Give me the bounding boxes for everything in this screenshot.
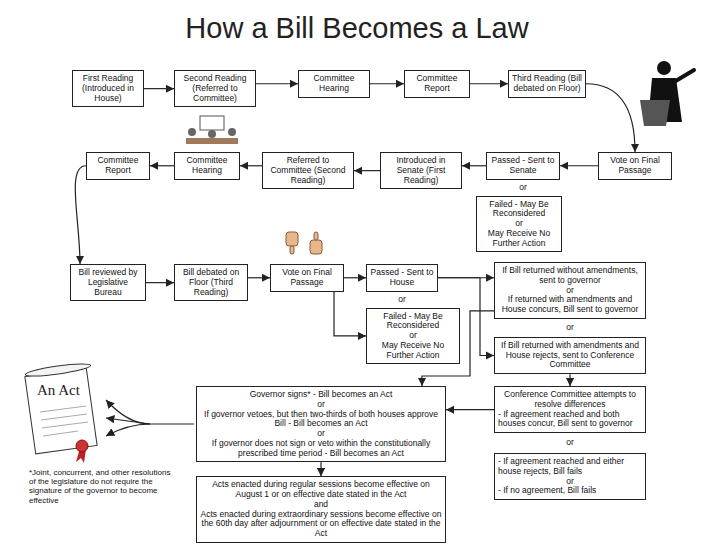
meeting-picture: [186, 116, 238, 144]
node-text: Second Reading (Referred to Committee): [178, 74, 252, 103]
node-text: or: [498, 286, 642, 296]
diagram-title: How a Bill Becomes a Law: [0, 12, 714, 45]
node-text: Committee Hearing: [178, 156, 236, 176]
flow-arrow: [334, 292, 366, 336]
node-text: Committee Report: [90, 156, 146, 176]
node-text: Passed - Sent to House: [370, 268, 434, 288]
flow-arrow: [320, 462, 321, 476]
process-box: Committee Hearing: [298, 70, 370, 98]
node-text: Bill reviewed by Legislative Bureau: [74, 268, 142, 297]
enactment-fan: [106, 400, 194, 436]
node-text: May Receive No Further Action: [480, 229, 558, 249]
node-text: First Reading (Introduced in House): [76, 74, 140, 103]
node-text: Committee Hearing: [302, 74, 366, 94]
flow-arrow: [344, 277, 366, 278]
node-text: or: [200, 429, 442, 439]
process-box: Bill reviewed by Legislative Bureau: [70, 264, 146, 301]
process-box: - If agreement reached and either house …: [494, 453, 646, 500]
process-box: Third Reading (Bill debated on Floor): [508, 70, 586, 98]
flow-arrow: [75, 166, 86, 264]
node-text: If governor does not sign or veto within…: [200, 439, 442, 459]
node-text: If returned with amendments and House co…: [498, 295, 642, 315]
node-text: or: [370, 331, 456, 341]
node-text: - If agreement reached and either house …: [498, 457, 642, 477]
speaker-figure: [640, 61, 694, 126]
node-text: Vote on Final Passage: [274, 268, 340, 288]
node-text: Failed - May Be Reconsidered: [370, 312, 456, 332]
node-text: Introduced in Senate (First Reading): [384, 156, 458, 185]
scroll-title: An Act: [36, 382, 81, 399]
flow-arrow: [462, 165, 486, 166]
node-text: Referred to Committee (Second Reading): [266, 156, 350, 185]
flow-arrow: [560, 165, 598, 166]
process-box: If Bill returned without amendments, sen…: [494, 262, 646, 319]
process-box: Vote on Final Passage: [598, 152, 672, 180]
process-box: Committee Report: [86, 152, 150, 180]
node-text: or: [200, 400, 442, 410]
node-text: May Receive No Further Action: [370, 341, 456, 361]
process-box: Passed - Sent to House: [366, 264, 438, 292]
node-text: Conference Committee attempts to resolve…: [498, 390, 642, 410]
flow-arrow: [144, 88, 174, 89]
process-box: Committee Hearing: [174, 152, 240, 180]
flow-arrow: [256, 83, 298, 84]
thumbs-picture: [286, 232, 322, 254]
process-box: Failed - May Be ReconsideredorMay Receiv…: [476, 196, 562, 253]
process-box: Committee Report: [404, 70, 470, 98]
node-text: - If agreement reached and both houses c…: [498, 410, 642, 430]
footnote: *Joint, concurrent, and other resolution…: [28, 468, 180, 505]
scroll-picture: [25, 361, 97, 463]
process-box: Bill debated on Floor (Third Reading): [174, 264, 248, 301]
process-box: Passed - Sent to Senate: [486, 152, 560, 180]
process-box: First Reading (Introduced in House): [72, 70, 144, 107]
process-box: Vote on Final Passage: [270, 264, 344, 292]
flow-arrow: [470, 83, 508, 84]
node-text: Acts enacted during extraordinary sessio…: [200, 510, 442, 539]
node-text: If Bill returned without amendments, sen…: [498, 266, 642, 286]
node-text: Governor signs* - Bill becomes an Act: [200, 390, 442, 400]
node-text: Vote on Final Passage: [602, 156, 668, 176]
process-box: Second Reading (Referred to Committee): [174, 70, 256, 107]
node-text: Failed - May Be Reconsidered: [480, 200, 558, 220]
node-text: - If no agreement, Bill fails: [498, 486, 642, 496]
flow-arrow: [240, 165, 262, 166]
flow-arrow: [150, 165, 174, 166]
node-text: Passed - Sent to Senate: [490, 156, 556, 176]
node-text: If governor vetoes, but then two-thirds …: [200, 410, 442, 430]
node-text: Committee Report: [408, 74, 466, 94]
or-label: or: [397, 295, 407, 305]
node-text: or: [498, 477, 642, 487]
flow-arrow: [586, 84, 635, 152]
flow-arrow: [354, 170, 380, 171]
process-box: Introduced in Senate (First Reading): [380, 152, 462, 189]
or-label: or: [565, 438, 575, 448]
process-box: Governor signs* - Bill becomes an ActorI…: [196, 386, 446, 462]
process-box: If Bill returned with amendments and Hou…: [494, 337, 646, 374]
flow-arrow: [146, 282, 174, 283]
process-box: Conference Committee attempts to resolve…: [494, 386, 646, 433]
or-label: or: [565, 323, 575, 333]
flow-arrow: [370, 83, 404, 84]
or-label: or: [518, 183, 528, 193]
node-text: and: [200, 500, 442, 510]
node-text: If Bill returned with amendments and Hou…: [498, 341, 642, 370]
process-box: Referred to Committee (Second Reading): [262, 152, 354, 189]
node-text: Bill debated on Floor (Third Reading): [178, 268, 244, 297]
node-text: or: [480, 219, 558, 229]
node-text: Third Reading (Bill debated on Floor): [512, 74, 582, 94]
flow-arrow: [569, 374, 570, 386]
flow-arrow: [446, 409, 494, 410]
flow-arrow: [248, 277, 270, 278]
node-text: Acts enacted during regular sessions bec…: [200, 480, 442, 500]
process-box: Acts enacted during regular sessions bec…: [196, 476, 446, 543]
process-box: Failed - May Be ReconsideredorMay Receiv…: [366, 308, 460, 365]
